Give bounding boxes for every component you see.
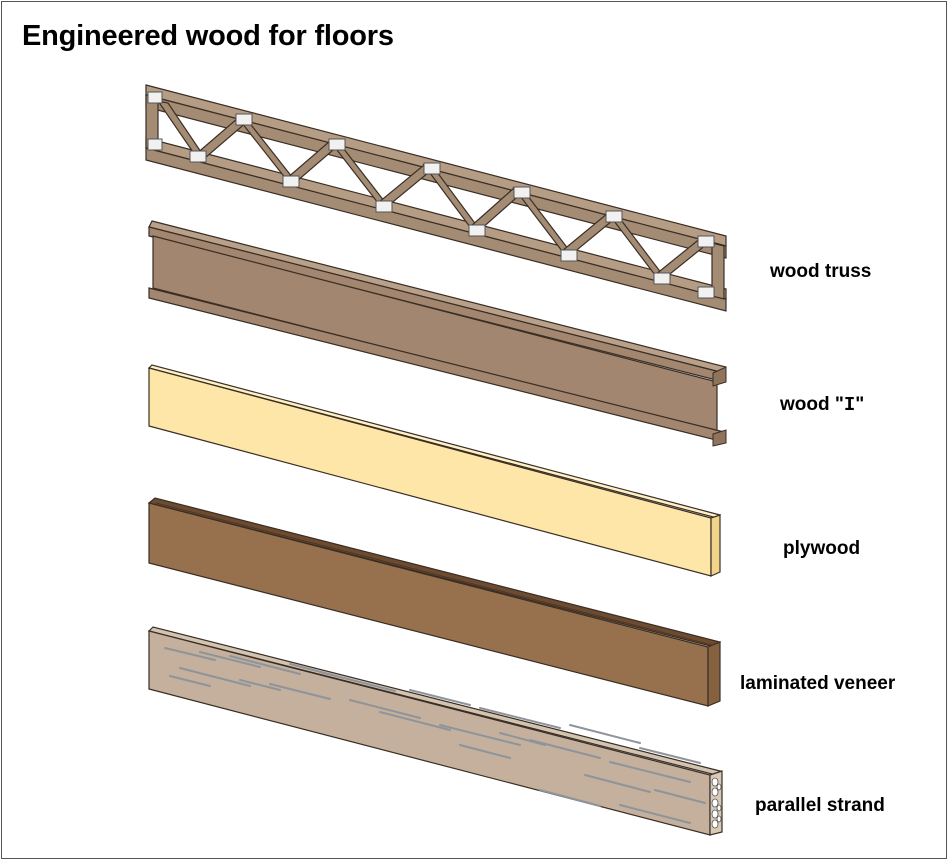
wood-i-joist [148, 220, 727, 447]
parallel-strand-board [147, 626, 723, 836]
label-wood-truss: wood truss [770, 261, 872, 282]
laminated-veneer-board [147, 497, 722, 707]
wood-truss [145, 84, 727, 312]
plywood-board [147, 364, 722, 577]
label-plywood: plywood [783, 538, 861, 559]
page-title: Engineered wood for floors [22, 20, 394, 52]
label-wood-i: wood "I" [780, 394, 865, 416]
label-parallel-strand: parallel strand [755, 795, 885, 816]
label-laminated-veneer: laminated veneer [740, 673, 896, 694]
